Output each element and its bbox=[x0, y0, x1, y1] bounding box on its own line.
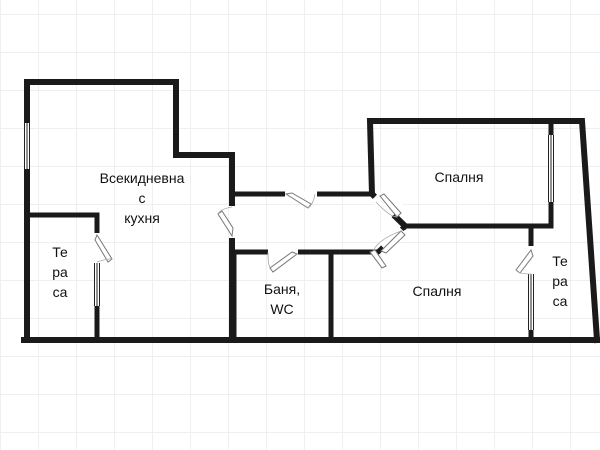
windows bbox=[24, 123, 554, 330]
room-label-bathroom: Баня, WC bbox=[240, 279, 324, 319]
window-bedroom-upper bbox=[548, 135, 554, 202]
window-living-left bbox=[24, 123, 30, 169]
terrace-right-label-line3: са bbox=[552, 293, 568, 309]
door-bedroom-upper bbox=[370, 186, 404, 220]
bathroom-label-line2: WC bbox=[270, 301, 294, 317]
doors bbox=[94, 186, 534, 275]
terrace-left-label-line1: Те bbox=[52, 244, 68, 260]
terrace-left-label-line2: ра bbox=[52, 264, 68, 280]
door-terrace-right bbox=[515, 246, 534, 275]
bedroom-lower-label: Спалня bbox=[412, 283, 462, 299]
door-living bbox=[217, 206, 235, 238]
bedroom-upper-label: Спалня bbox=[434, 169, 484, 185]
door-bathroom bbox=[267, 249, 299, 273]
room-label-terrace-right: Те ра са bbox=[538, 251, 582, 311]
door-bedroom-lower bbox=[369, 219, 407, 269]
door-hall-top bbox=[284, 191, 317, 209]
terrace-right-label-line2: ра bbox=[552, 273, 568, 289]
living-label-line2: с bbox=[138, 190, 146, 206]
living-label-line1: Всекидневна bbox=[99, 170, 185, 186]
terrace-right-label-line1: Те bbox=[552, 253, 568, 269]
room-label-bedroom-upper: Спалня bbox=[410, 167, 508, 187]
living-label-line3: кухня bbox=[124, 210, 160, 226]
bathroom-label-line1: Баня, bbox=[263, 281, 301, 297]
terrace-left-label-line3: са bbox=[52, 284, 68, 300]
door-terrace-left bbox=[94, 233, 113, 263]
room-label-terrace-left: Те ра са bbox=[38, 242, 82, 302]
room-label-bedroom-lower: Спалня bbox=[388, 281, 486, 301]
room-label-living: Всекидневна с кухня bbox=[74, 168, 210, 228]
